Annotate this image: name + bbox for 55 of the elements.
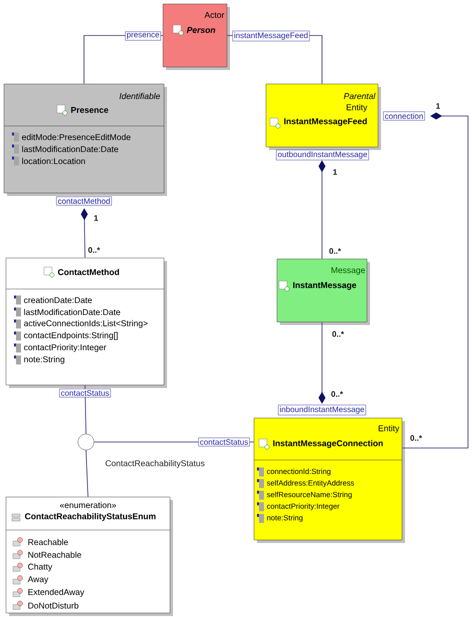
interface-circle xyxy=(78,434,94,450)
role-label: connection xyxy=(383,112,425,120)
class-box xyxy=(6,496,173,616)
class-name: InstantMessageFeed xyxy=(284,118,367,126)
association-line xyxy=(86,450,88,498)
stereotype-label: Identifiable xyxy=(120,92,160,100)
stereotype-label: «enumeration» xyxy=(60,502,116,508)
attribute-text: lastModificationDate:Date xyxy=(22,146,118,152)
role-label: contactStatus xyxy=(59,388,111,398)
multiplicity-label: 0..* xyxy=(331,391,343,397)
class-name: ContactMethod xyxy=(58,268,119,276)
role-label: contactMethod xyxy=(56,196,112,206)
class-box xyxy=(4,84,167,196)
class-name: InstantMessage xyxy=(293,282,356,290)
attribute-text: activeConnectionIds:List<String> xyxy=(24,320,148,328)
multiplicity-label: 1 xyxy=(94,215,98,221)
enum-literal: Away xyxy=(28,576,48,584)
attribute-text: location:Location xyxy=(22,158,85,164)
multiplicity-label: 1 xyxy=(333,169,337,175)
class-box xyxy=(276,258,370,325)
interface-label: ContactReachabilityStatus xyxy=(106,460,205,468)
stereotype-label: Entity xyxy=(378,425,400,433)
multiplicity-label: 0..* xyxy=(410,435,422,441)
enum-literal: Chatty xyxy=(28,563,52,572)
class-box xyxy=(254,418,405,543)
role-label: contactStatus xyxy=(198,438,250,446)
multiplicity-label: 0..* xyxy=(329,248,341,254)
stereotype-label: Parental xyxy=(344,92,376,100)
attribute-text: creationDate:Date xyxy=(24,296,92,304)
attribute-text: editMode:PresenceEditMode xyxy=(22,134,130,140)
class-name: InstantMessageConnection xyxy=(273,440,383,448)
class-box xyxy=(6,258,167,388)
multiplicity-label: 1 xyxy=(436,103,440,109)
role-label: outboundInstantMessage xyxy=(276,150,369,160)
enum-literal: DoNotDisturb xyxy=(28,602,78,609)
stereotype-label: Entity xyxy=(346,104,368,112)
class-name: Person xyxy=(186,27,216,33)
multiplicity-label: 0..* xyxy=(88,247,100,253)
attribute-text: note:String xyxy=(24,356,64,364)
enum-literal: ExtendedAway xyxy=(28,588,84,597)
class-name: Presence xyxy=(71,107,108,113)
stereotype-label: Actor xyxy=(204,12,224,18)
class-box xyxy=(266,84,381,150)
class-name: ContactReachabilityStatusEnum xyxy=(25,513,156,521)
association-line xyxy=(402,112,468,448)
enum-literal: Reachable xyxy=(28,538,68,546)
role-label: presence xyxy=(125,32,161,40)
enum-literal: NotReachable xyxy=(28,552,82,558)
attribute-text: contactEndpoints:String[] xyxy=(24,332,118,340)
class-box xyxy=(162,4,230,70)
stereotype-label: Message xyxy=(332,267,365,275)
attribute-text: lastModificationDate:Date xyxy=(24,308,120,316)
attribute-text: contactPriority:Integer xyxy=(24,344,106,352)
role-label: instantMessageFeed xyxy=(232,30,310,42)
role-label: inboundInstantMessage xyxy=(278,404,366,416)
